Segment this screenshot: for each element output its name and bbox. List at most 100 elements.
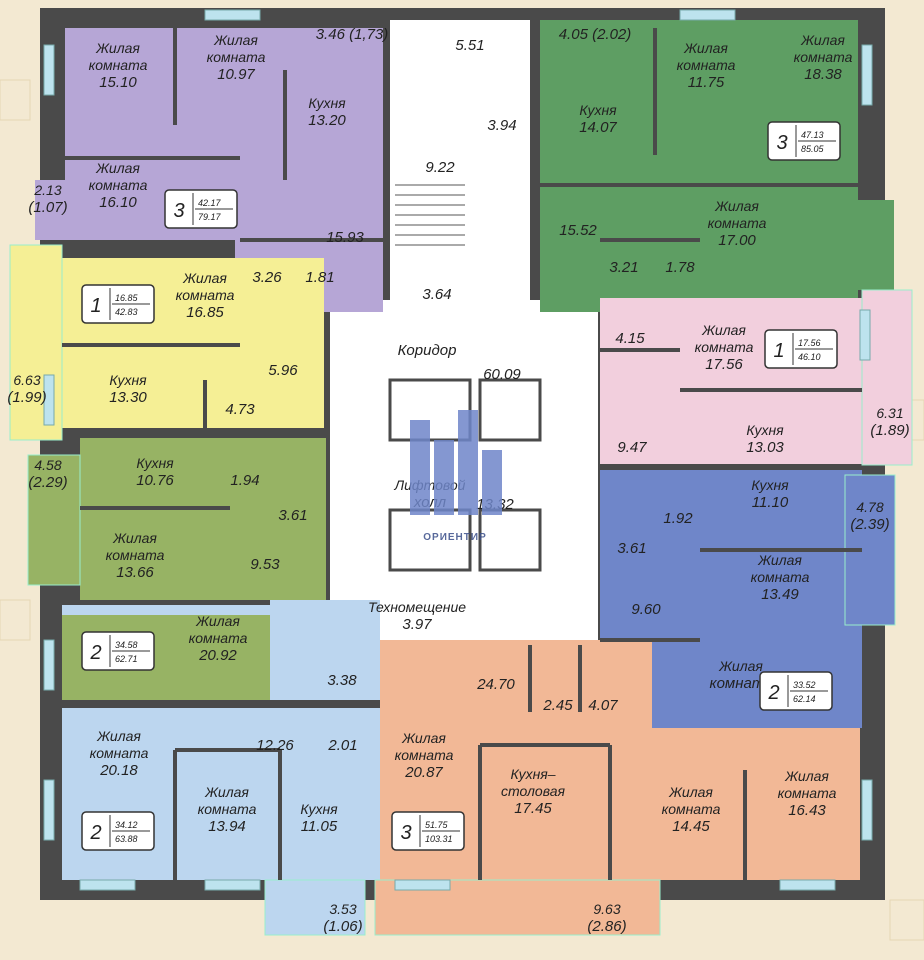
room-label-16-l1: Жилая bbox=[800, 32, 845, 48]
badge-living-area: 34.58 bbox=[115, 640, 138, 650]
badge-room-count: 1 bbox=[90, 295, 101, 317]
room-label-31-l3: 13.03 bbox=[746, 439, 784, 456]
room-label-58-l2: Кухня bbox=[300, 801, 338, 817]
room-label-54-l3: 12.26 bbox=[256, 737, 294, 754]
room-label-48-l2: Техномещение bbox=[368, 599, 466, 615]
badge-room-count: 3 bbox=[776, 132, 787, 154]
room-label-3-l3: 13.20 bbox=[308, 112, 346, 129]
room-label-5-l2: 2.13 bbox=[33, 182, 61, 198]
room-label-12-l3: 3.64 bbox=[422, 286, 451, 303]
room-label-43-l3: (2.39) bbox=[850, 516, 889, 533]
room-label-64-l2: 9.63 bbox=[593, 901, 620, 917]
room-label-6-l3: 15.93 bbox=[326, 229, 364, 246]
room-label-4-l3: 16.10 bbox=[99, 194, 137, 211]
room-label-62-l2: комната bbox=[778, 785, 837, 801]
room-label-61-l1: Жилая bbox=[668, 784, 713, 800]
room-label-18-l3: 3.21 bbox=[609, 259, 638, 276]
room-label-3-l2: Кухня bbox=[308, 95, 346, 111]
stairs bbox=[395, 184, 465, 246]
badge-living-area: 34.12 bbox=[115, 820, 138, 830]
room-label-49-l3: 24.70 bbox=[476, 676, 515, 693]
room-label-61-l2: комната bbox=[662, 801, 721, 817]
room-label-25-l2: 6.63 bbox=[13, 372, 40, 388]
apartment-olive bbox=[80, 438, 326, 600]
room-label-50-l3: 2.45 bbox=[542, 697, 573, 714]
room-label-15-l1: Жилая bbox=[683, 40, 728, 56]
windows bbox=[43, 9, 873, 891]
room-label-16-l2: комната bbox=[794, 49, 853, 65]
room-label-64-l3: (2.86) bbox=[587, 918, 626, 935]
room-label-53-l3: 3.38 bbox=[327, 672, 357, 689]
room-label-34-l3: 10.76 bbox=[136, 472, 174, 489]
badge-room-count: 3 bbox=[400, 822, 411, 844]
room-label-36-l3: 3.61 bbox=[278, 507, 307, 524]
room-label-31-l2: Кухня bbox=[746, 422, 784, 438]
room-label-41-l3: 1.92 bbox=[663, 510, 693, 527]
room-label-23-l3: 13.30 bbox=[109, 389, 147, 406]
room-label-1-l3: 10.97 bbox=[217, 66, 255, 83]
room-label-15-l3: 11.75 bbox=[688, 74, 725, 91]
room-label-62-l1: Жилая bbox=[784, 768, 829, 784]
room-label-21-l1: Жилая bbox=[182, 270, 227, 286]
room-label-26-l3: Коридор bbox=[398, 342, 457, 359]
room-label-15-l2: комната bbox=[677, 57, 736, 73]
apartment-purple bbox=[65, 28, 383, 180]
room-label-47-l3: 20.92 bbox=[198, 647, 237, 664]
badge-total-area: 46.10 bbox=[798, 352, 821, 362]
room-label-11-l3: 9.22 bbox=[425, 159, 455, 176]
badge-living-area: 47.13 bbox=[801, 130, 824, 140]
room-label-46-l1: Жилая bbox=[757, 552, 802, 568]
apartment-green-balcony bbox=[858, 200, 894, 290]
room-label-13-l3: 4.05 (2.02) bbox=[559, 26, 632, 43]
room-label-45-l3: 9.60 bbox=[631, 601, 661, 618]
room-label-52-l2: Жилая bbox=[718, 658, 763, 674]
badge-total-area: 62.14 bbox=[793, 694, 816, 704]
room-label-20-l2: комната bbox=[708, 215, 767, 231]
room-label-57-l1: Жилая bbox=[204, 784, 249, 800]
room-label-34-l2: Кухня bbox=[136, 455, 174, 471]
room-label-17-l3: 15.52 bbox=[559, 222, 597, 239]
room-label-63-l3: (1.06) bbox=[323, 918, 362, 935]
room-label-37-l3: 13.66 bbox=[116, 564, 154, 581]
badge-total-area: 79.17 bbox=[198, 212, 222, 222]
room-label-24-l3: 4.73 bbox=[225, 401, 255, 418]
room-label-21-l3: 16.85 bbox=[186, 304, 224, 321]
badge-room-count: 2 bbox=[89, 822, 101, 844]
badge-room-count: 2 bbox=[767, 682, 779, 704]
room-label-14-l3: 14.07 bbox=[579, 119, 617, 136]
room-label-57-l2: комната bbox=[198, 801, 257, 817]
room-label-28-l3: 4.15 bbox=[615, 330, 645, 347]
room-label-58-l3: 11.05 bbox=[301, 818, 338, 835]
room-label-1-l2: комната bbox=[207, 49, 266, 65]
logo-text: ОРИЕНТИР bbox=[423, 532, 487, 543]
room-label-47-l1: Жилая bbox=[195, 613, 240, 629]
room-label-62-l3: 16.43 bbox=[788, 802, 826, 819]
room-label-46-l2: комната bbox=[751, 569, 810, 585]
interior-walls bbox=[62, 28, 862, 880]
badge-total-area: 103.31 bbox=[425, 834, 453, 844]
room-label-2-l3: 3.46 (1,73) bbox=[316, 26, 389, 43]
apartment-pink bbox=[600, 298, 862, 464]
room-label-16-l3: 18.38 bbox=[804, 66, 842, 83]
room-label-61-l3: 14.45 bbox=[672, 818, 710, 835]
room-label-56-l1: Жилая bbox=[96, 728, 141, 744]
room-label-60-l1: Кухня– bbox=[510, 766, 555, 782]
room-label-56-l2: комната bbox=[90, 745, 149, 761]
room-label-4-l2: комната bbox=[89, 177, 148, 193]
room-label-25-l3: (1.99) bbox=[7, 389, 46, 406]
room-label-29-l3: 17.56 bbox=[705, 356, 743, 373]
room-label-7-l3: 3.26 bbox=[252, 269, 282, 286]
room-label-63-l2: 3.53 bbox=[329, 901, 356, 917]
room-label-14-l2: Кухня bbox=[579, 102, 617, 118]
room-label-33-l2: 4.58 bbox=[34, 457, 61, 473]
room-label-20-l3: 17.00 bbox=[718, 232, 756, 249]
room-label-38-l3: 9.53 bbox=[250, 556, 280, 573]
room-label-51-l3: 4.07 bbox=[588, 697, 618, 714]
